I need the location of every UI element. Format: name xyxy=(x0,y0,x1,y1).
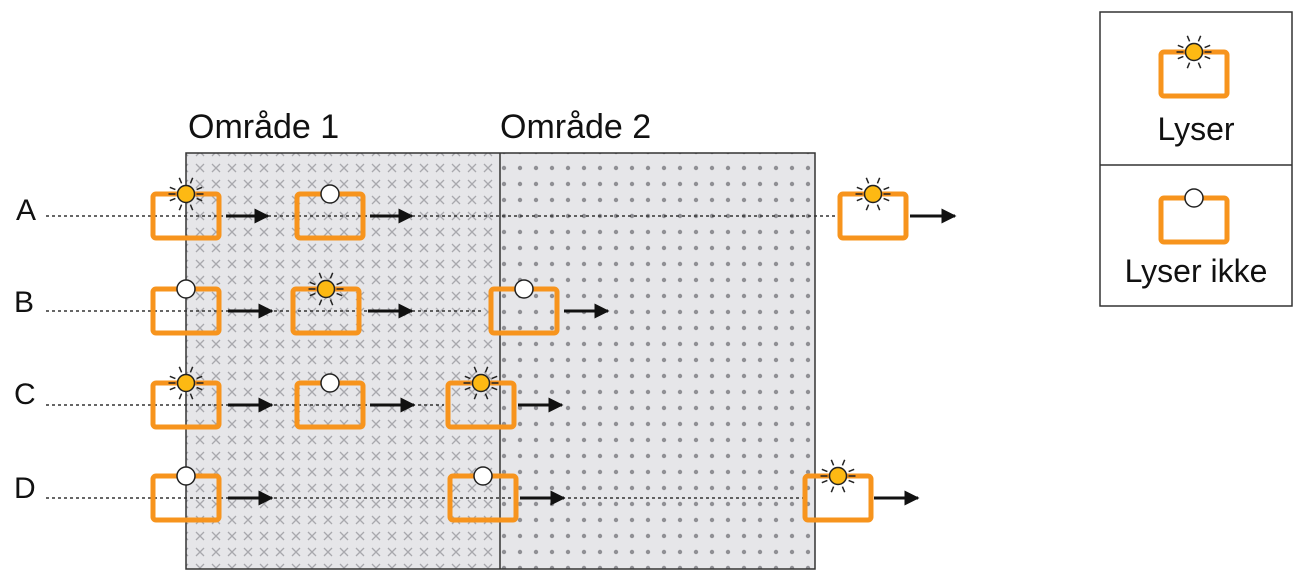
row-a-lamp-1-lit-icon xyxy=(150,177,222,241)
rows-layer xyxy=(46,177,957,523)
row-b-lamp-1-unlit-icon xyxy=(150,279,222,336)
row-label-a: A xyxy=(16,194,36,227)
row-c-lamp-2-unlit-icon xyxy=(294,373,366,430)
row-label-d: D xyxy=(14,472,36,505)
row-c-lamp-3-lit-icon xyxy=(445,366,517,430)
legend: Lyser Lyser ikke xyxy=(1099,11,1293,307)
row-c xyxy=(46,366,564,430)
legend-lit-label: Lyser xyxy=(1157,111,1234,147)
row-d-lamp-1-unlit-icon xyxy=(150,466,222,523)
legend-lit-lamp xyxy=(1158,35,1230,99)
legend-unlit-lamp xyxy=(1158,188,1230,245)
row-a-lamp-3-lit-icon xyxy=(837,177,909,241)
row-b-lamp-3-unlit-icon xyxy=(488,279,560,336)
row-a-lamp-2-unlit-icon xyxy=(294,184,366,241)
row-a xyxy=(46,177,957,241)
legend-lit-lamp-icon xyxy=(1158,35,1230,99)
row-d xyxy=(46,459,920,523)
row-b xyxy=(46,272,610,336)
zone-1-title: Område 1 xyxy=(188,108,339,146)
row-b-lamp-2-lit-icon xyxy=(290,272,362,336)
zone-1-area xyxy=(186,153,500,569)
row-label-c: C xyxy=(14,378,36,411)
legend-unlit-label: Lyser ikke xyxy=(1125,253,1268,289)
row-c-lamp-1-lit-icon xyxy=(150,366,222,430)
row-d-lamp-3-lit-icon xyxy=(802,459,874,523)
row-d-lamp-2-unlit-icon xyxy=(447,466,519,523)
legend-unlit-lamp-icon xyxy=(1158,188,1230,245)
row-label-b: B xyxy=(14,286,34,319)
zone-2-title: Område 2 xyxy=(500,108,651,146)
